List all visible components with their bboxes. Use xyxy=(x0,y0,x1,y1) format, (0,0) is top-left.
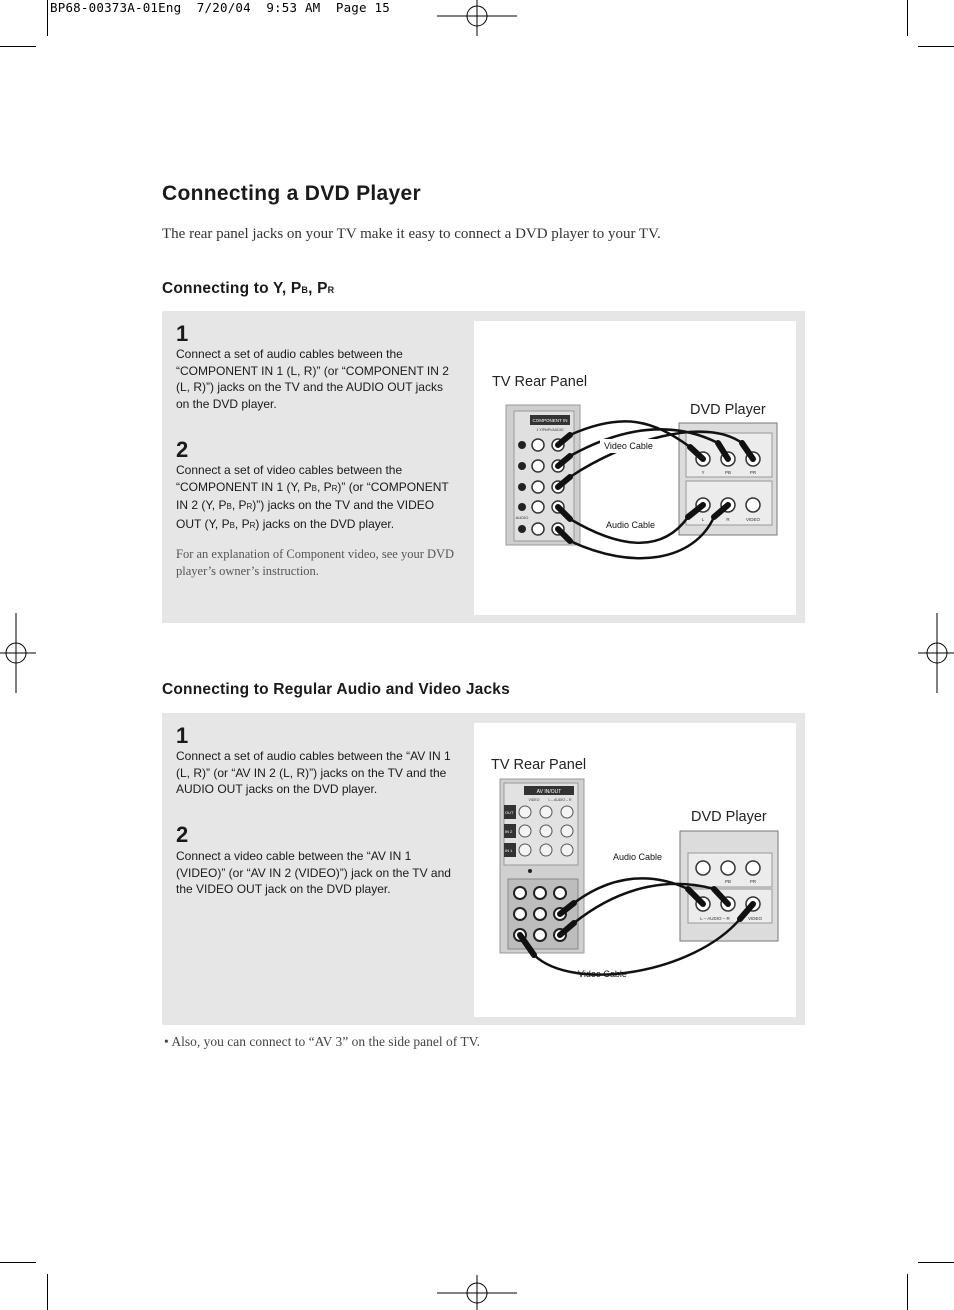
av-diagram-svg: TV Rear Panel DVD Player AV IN/OUT VIDEO… xyxy=(491,757,779,979)
step-text: Connect a set of video cables between th… xyxy=(176,463,449,532)
svg-text:L – AUDIO – R: L – AUDIO – R xyxy=(700,916,730,921)
video-cable xyxy=(533,918,741,976)
audio-cable-label: Audio Cable xyxy=(613,852,662,862)
intro-text: The rear panel jacks on your TV make it … xyxy=(162,226,661,242)
jack-icon xyxy=(518,483,526,491)
svg-text:1 Y/Pb/Pr/AUDIO: 1 Y/Pb/Pr/AUDIO xyxy=(537,428,564,432)
component-connection-diagram: TV Rear Panel DVD Player COMPONENT IN 1 … xyxy=(474,321,796,615)
step-text: Connect a set of audio cables between th… xyxy=(176,347,449,412)
svg-text:IN 2: IN 2 xyxy=(505,829,513,834)
registration-mark-top xyxy=(437,0,517,36)
registration-mark-bottom xyxy=(437,1275,517,1310)
tv-rear-panel-label: TV Rear Panel xyxy=(492,374,587,390)
step-number: 2 xyxy=(176,437,189,462)
step-text: Connect a set of audio cables between th… xyxy=(176,749,451,797)
audio-cable-label: Audio Cable xyxy=(606,520,655,530)
registration-mark-left xyxy=(0,613,36,693)
component-note: For an explanation of Component video, s… xyxy=(176,547,455,578)
svg-text:AV IN/OUT: AV IN/OUT xyxy=(537,789,562,795)
video-cable-label: Video Cable xyxy=(604,441,653,451)
registration-mark-right xyxy=(918,613,954,693)
dvd-player-label: DVD Player xyxy=(690,402,766,418)
audio-cable xyxy=(569,516,690,544)
svg-text:PB: PB xyxy=(725,470,731,475)
svg-text:L – AUDIO – R: L – AUDIO – R xyxy=(548,798,571,802)
svg-text:VIDEO: VIDEO xyxy=(748,916,763,921)
print-slug: BP68-00373A-01Eng 7/20/04 9:53 AM Page 1… xyxy=(50,0,390,15)
regular-instructions-panel: 1 Connect a set of audio cables between … xyxy=(162,713,805,1025)
svg-text:PR: PR xyxy=(750,879,757,884)
jack-icon xyxy=(518,462,526,470)
step-number: 1 xyxy=(176,723,189,748)
jack-icon xyxy=(518,503,526,511)
svg-text:COMPONENT IN: COMPONENT IN xyxy=(533,418,568,423)
svg-text:AUDIO: AUDIO xyxy=(516,515,529,520)
jack-icon xyxy=(518,441,526,449)
component-instructions-panel: 1 Connect a set of audio cables between … xyxy=(162,311,805,623)
svg-text:VIDEO: VIDEO xyxy=(746,517,761,522)
step-number: 1 xyxy=(176,321,189,346)
page-title: Connecting a DVD Player xyxy=(162,182,421,205)
svg-text:PB: PB xyxy=(725,879,731,884)
av3-note: • Also, you can connect to “AV 3” on the… xyxy=(164,1034,481,1049)
svg-text:PR: PR xyxy=(750,470,757,475)
svg-text:OUT: OUT xyxy=(505,810,514,815)
svg-text:VIDEO: VIDEO xyxy=(529,798,540,802)
av-connection-diagram: TV Rear Panel DVD Player AV IN/OUT VIDEO… xyxy=(474,723,796,1017)
tv-panel-header xyxy=(530,415,570,425)
step-number: 2 xyxy=(176,822,189,847)
video-cable-label: Video Cable xyxy=(578,969,627,979)
tv-rear-panel-label: TV Rear Panel xyxy=(491,757,586,773)
jack-icon xyxy=(518,525,526,533)
step-text: Connect a video cable between the “AV IN… xyxy=(176,849,451,897)
svg-text:R: R xyxy=(726,517,730,522)
svg-text:L: L xyxy=(702,517,705,522)
section-heading-regular: Connecting to Regular Audio and Video Ja… xyxy=(162,681,510,698)
section-heading-component: Connecting to Y, PB, PR xyxy=(162,280,335,297)
component-diagram-svg: TV Rear Panel DVD Player COMPONENT IN 1 … xyxy=(492,374,778,560)
dvd-player-label: DVD Player xyxy=(691,809,767,825)
svg-text:Y: Y xyxy=(701,470,704,475)
video-cable xyxy=(569,420,691,449)
svg-text:IN 1: IN 1 xyxy=(505,848,513,853)
